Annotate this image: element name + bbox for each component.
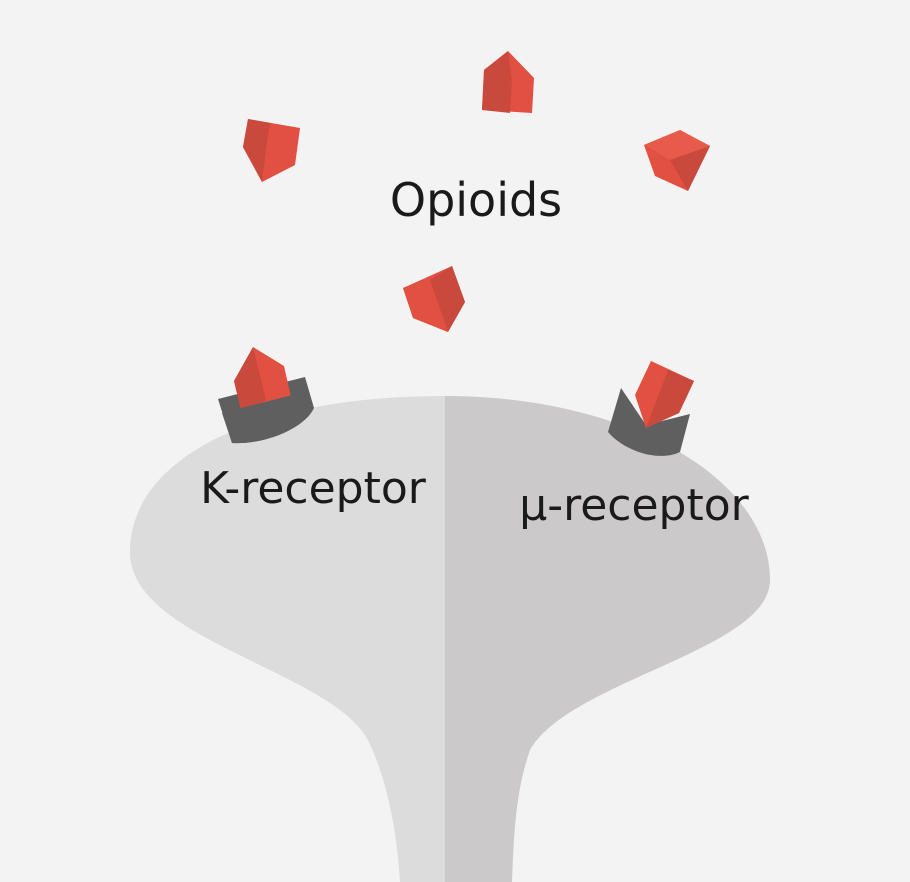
mu-receptor-label: μ-receptor	[519, 480, 749, 531]
k-receptor	[218, 347, 314, 444]
mu-receptor-site	[608, 388, 690, 456]
opioids-label: Opioids	[390, 173, 562, 227]
mu-receptor	[608, 361, 694, 456]
opioid-molecule	[243, 119, 300, 182]
opioid-molecule	[403, 266, 465, 332]
bound-opioid-molecule	[635, 361, 694, 428]
bound-opioid-molecule	[234, 347, 292, 414]
k-receptor-label: K-receptor	[200, 463, 427, 514]
opioid-molecule	[644, 130, 710, 191]
opioid-molecule	[482, 51, 534, 113]
